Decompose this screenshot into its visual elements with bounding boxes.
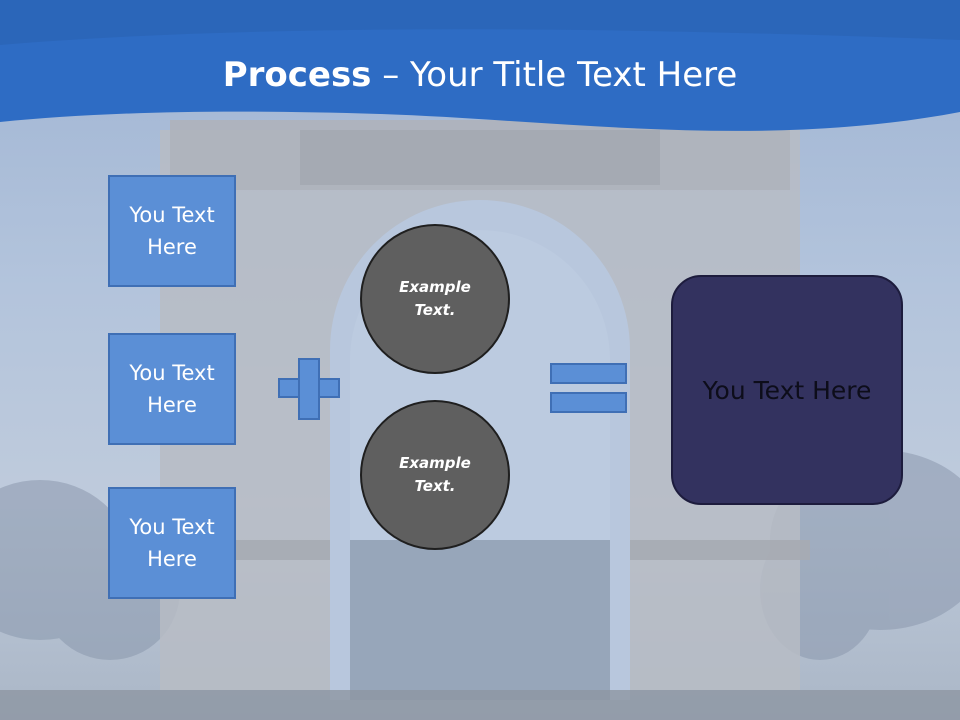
- example-circle-2: Example Text.: [360, 400, 510, 550]
- road: [0, 690, 960, 720]
- left-box-2-label: You Text Here: [129, 361, 215, 417]
- left-box-1-label: You Text Here: [129, 203, 215, 259]
- example-circle-1: Example Text.: [360, 224, 510, 374]
- title-rest: – Your Title Text Here: [371, 55, 738, 95]
- slide-title: Process – Your Title Text Here: [0, 54, 960, 96]
- left-box-3-label: You Text Here: [129, 515, 215, 571]
- equals-sign-bottom-bar: [550, 392, 627, 413]
- plus-sign-center: [300, 380, 318, 396]
- result-box-label: You Text Here: [702, 375, 872, 405]
- left-box-2: You Text Here: [108, 333, 236, 445]
- left-box-1: You Text Here: [108, 175, 236, 287]
- header-banner: [0, 0, 960, 131]
- example-circle-2-label: Example Text.: [399, 454, 471, 495]
- example-circle-1-label: Example Text.: [399, 278, 471, 319]
- left-box-3: You Text Here: [108, 487, 236, 599]
- title-bold: Process: [222, 55, 372, 95]
- equals-sign-top-bar: [550, 363, 627, 384]
- result-box: You Text Here: [671, 275, 903, 505]
